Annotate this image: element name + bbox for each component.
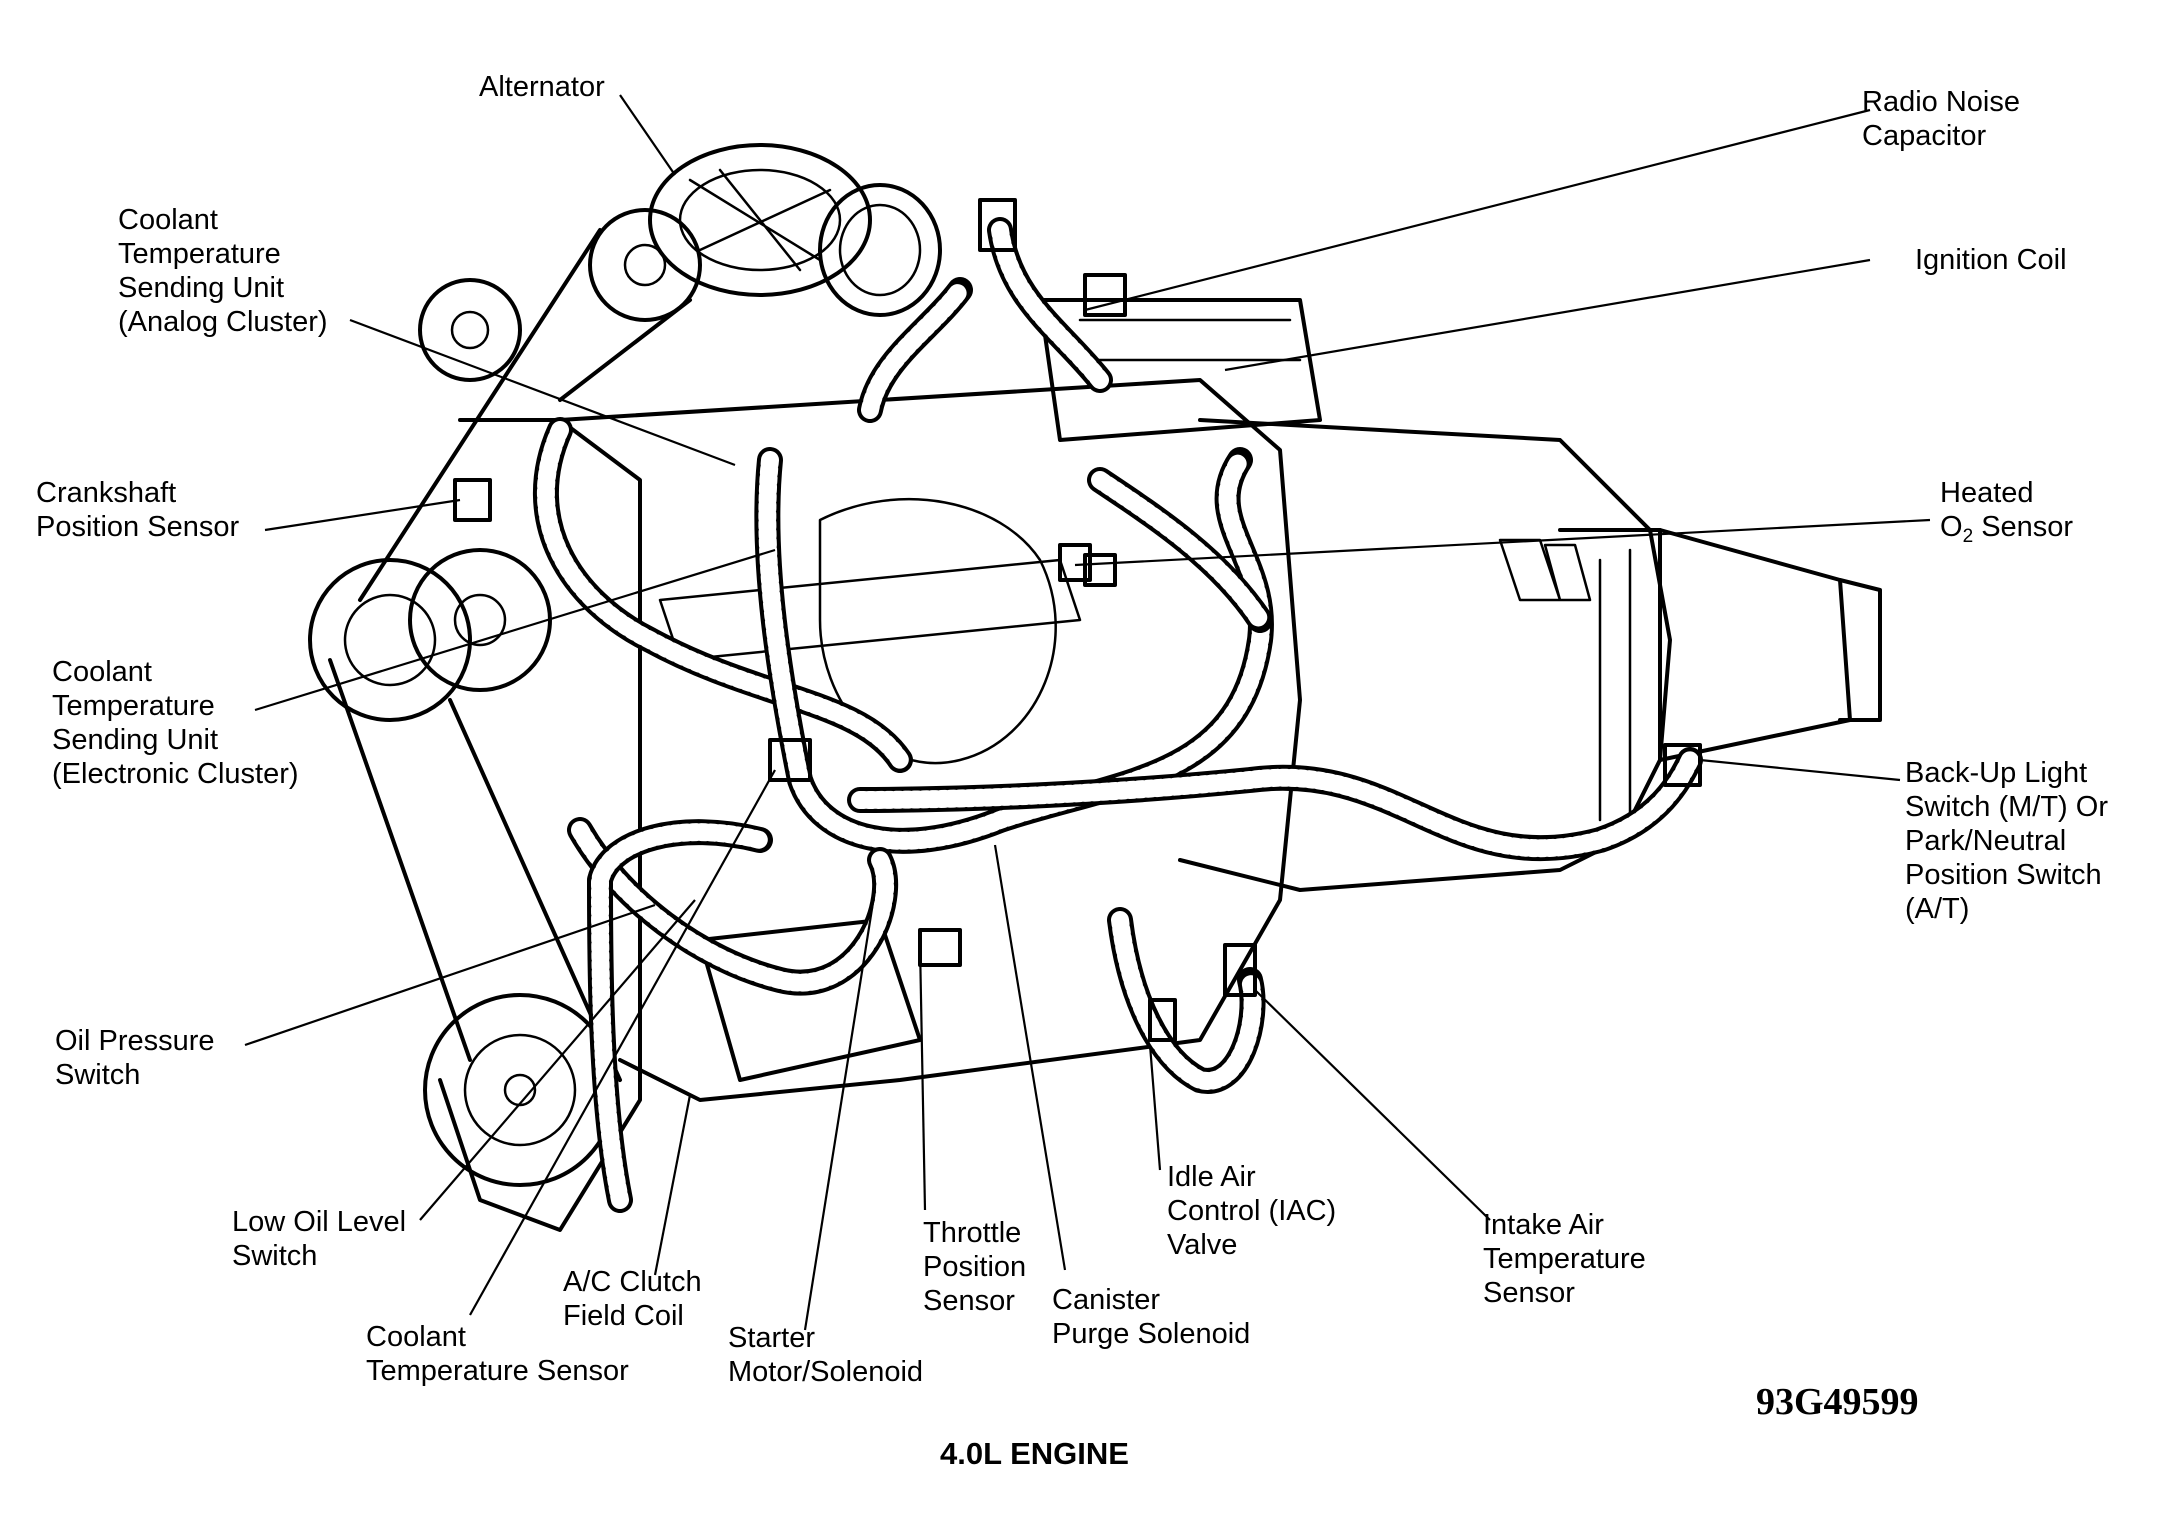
engine-illustration xyxy=(308,143,1882,1232)
figure-title: 4.0L ENGINE xyxy=(940,1436,1129,1471)
leader-ac-clutch-field-coil xyxy=(653,1094,692,1276)
leader-coolant-temp-sending-analog xyxy=(349,318,736,467)
leader-lines xyxy=(244,94,1931,1331)
label-alternator: Alternator xyxy=(479,71,605,103)
label-canister-purge-solenoid: Canister Purge Solenoid xyxy=(1052,1284,1251,1350)
leader-canister-purge-solenoid xyxy=(993,844,1067,1271)
label-oil-pressure-switch: Oil Pressure Switch xyxy=(55,1025,215,1091)
leader-low-oil-level-switch xyxy=(419,899,696,1221)
label-starter-motor-solenoid: Starter Motor/Solenoid xyxy=(728,1322,924,1388)
label-radio-noise-capacitor: Radio Noise Capacitor xyxy=(1862,86,2020,152)
figure-code: 93G49599 xyxy=(1756,1381,1919,1423)
wiring-harness xyxy=(532,217,1703,1213)
leader-radio-noise-capacitor xyxy=(1084,108,1871,312)
label-crankshaft-position-sensor: Crankshaft Position Sensor xyxy=(36,477,240,543)
label-coolant-temp-sending-electronic: Coolant Temperature Sending Unit (Electr… xyxy=(52,656,299,790)
leader-alternator xyxy=(619,94,676,176)
label-ignition-coil: Ignition Coil xyxy=(1915,244,2067,276)
label-low-oil-level-switch: Low Oil Level Switch xyxy=(232,1206,407,1272)
leader-ignition-coil xyxy=(1224,258,1871,372)
label-idle-air-control-valve: Idle Air Control (IAC) Valve xyxy=(1167,1161,1337,1261)
leader-oil-pressure-switch xyxy=(244,903,656,1047)
leader-throttle-position-sensor xyxy=(918,944,927,1211)
label-intake-air-temp-sensor: Intake Air Temperature Sensor xyxy=(1483,1209,1646,1309)
label-backup-light-switch: Back-Up Light Switch (M/T) Or Park/Neutr… xyxy=(1905,757,2108,925)
label-ac-clutch-field-coil: A/C Clutch Field Coil xyxy=(563,1266,702,1332)
leader-idle-air-control-valve xyxy=(1148,1044,1162,1171)
leader-coolant-temp-sending-electronic xyxy=(254,548,776,712)
label-coolant-temp-sending-analog: Coolant Temperature Sending Unit (Analog… xyxy=(118,204,328,338)
label-coolant-temp-sensor: Coolant Temperature Sensor xyxy=(366,1321,629,1387)
label-throttle-position-sensor: Throttle Position Sensor xyxy=(923,1217,1027,1317)
leader-starter-motor-solenoid xyxy=(803,889,877,1331)
leader-intake-air-temp-sensor xyxy=(1254,989,1491,1221)
leader-backup-light-switch xyxy=(1699,758,1901,782)
leader-crankshaft-position-sensor xyxy=(264,498,461,532)
leader-coolant-temp-sensor xyxy=(469,769,776,1316)
leader-heated-o2-sensor xyxy=(1074,518,1931,567)
